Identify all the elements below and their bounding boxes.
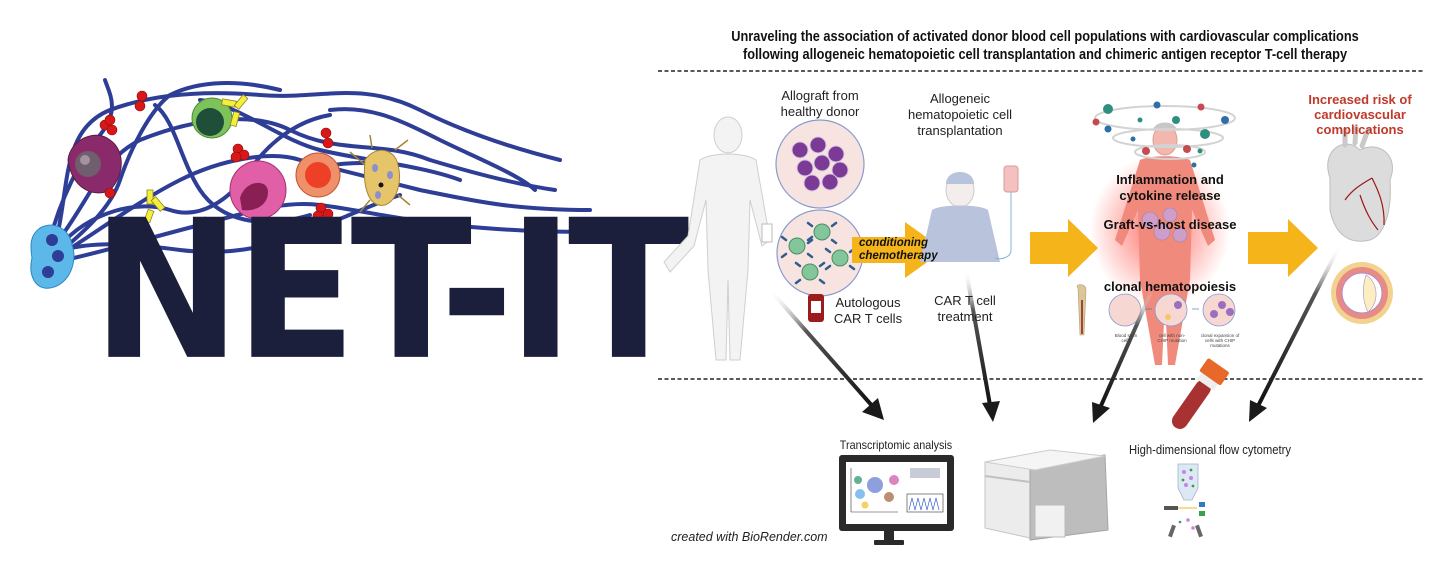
hct-label-line-3: transplantation (917, 123, 1003, 138)
cart-treatment-label-line-1: CAR T cell (934, 293, 996, 308)
blood-sample-tube-icon (1171, 358, 1229, 429)
car-t-cells-circle (776, 209, 864, 297)
antibodies (143, 94, 249, 224)
chip-caption-3: clonal expansion of cells with CHIP muta… (1200, 333, 1240, 348)
neutrophil-cell (30, 224, 75, 289)
allograft-label-line-2: healthy donor (780, 104, 860, 119)
clonal-hematopoiesis-illustration (1076, 284, 1236, 336)
transcriptomic-monitor-icon (839, 455, 954, 545)
biorender-credit: created with BioRender.com (671, 530, 828, 544)
pointer-arrow-1 (768, 288, 876, 410)
allograft-cells-circle (775, 119, 865, 209)
pointer-arrow-4 (1256, 244, 1342, 407)
pointer-arrow-2 (964, 269, 992, 406)
hct-label-line-1: Allogeneic (930, 91, 990, 106)
clonal-hematopoiesis-label: clonal hematopoiesis (1103, 279, 1237, 294)
logo-wordmark: NET-IT (92, 178, 689, 403)
pointer-arrowhead-2 (982, 401, 1000, 422)
outcome-label-line-2: cardiovascular (1314, 107, 1406, 122)
patient-figure (920, 165, 1019, 262)
logo-network-graphic (30, 78, 602, 289)
donor-body-figure (663, 116, 773, 361)
flow-cytometry-icon (1164, 463, 1205, 538)
erythroblast-cell (295, 152, 341, 198)
platelet-clusters (99, 90, 334, 235)
inflamed-patient-figure (1090, 101, 1236, 365)
progression-arrow-1 (1030, 219, 1098, 277)
pointer-arrowhead-4 (1249, 400, 1267, 422)
cart-treatment-label-line-2: treatment (937, 309, 993, 324)
allograft-label-line-1: Allograft from (781, 88, 859, 103)
neutrophil-pink-cell (229, 160, 287, 220)
chip-caption-2: cell with non-CHIP mutation (1157, 333, 1187, 343)
transcriptomic-analysis-label: Transcriptomic analysis (839, 438, 953, 452)
flow-cytometry-label: High-dimensional flow cytometry (1129, 443, 1291, 457)
pointer-arrowhead-1 (862, 398, 884, 420)
dendritic-cell (349, 134, 411, 213)
pointer-arrow-3 (1098, 289, 1154, 409)
conditioning-arrow (852, 222, 944, 278)
heart-illustration (1327, 125, 1393, 242)
inflammation-label-line-2: cytokine release (1119, 188, 1221, 203)
diagram-title-line-2: following allogeneic hematopoietic cell … (742, 47, 1348, 63)
blood-bag-icon (808, 294, 824, 322)
artery-cross-section (1331, 262, 1393, 324)
macrophage-cell (67, 134, 122, 194)
autologous-label-line-1: Autologous (835, 295, 901, 310)
sequencer-machine-icon (984, 449, 1109, 541)
hct-label-line-2: hematopoietic cell (907, 107, 1013, 122)
pointer-arrows (768, 244, 1342, 423)
conditioning-label-line-1: conditioning (859, 237, 928, 249)
pointer-arrowhead-3 (1092, 402, 1110, 423)
outcome-label-line-3: complications (1316, 122, 1404, 137)
chip-caption-1: Blood stem cells (1114, 333, 1138, 343)
conditioning-label-line-2: chemotherapy (859, 250, 938, 262)
lymphocyte-cell (191, 97, 233, 139)
progression-arrow-2 (1248, 219, 1318, 277)
gvhd-label: Graft-vs-host disease (1103, 217, 1237, 232)
diagram-title-line-1: Unraveling the association of activated … (731, 29, 1359, 45)
inflammation-label-line-1: Inflammation and (1116, 172, 1224, 187)
outcome-label-line-1: Increased risk of (1308, 92, 1412, 107)
autologous-label-line-2: CAR T cells (833, 311, 903, 326)
